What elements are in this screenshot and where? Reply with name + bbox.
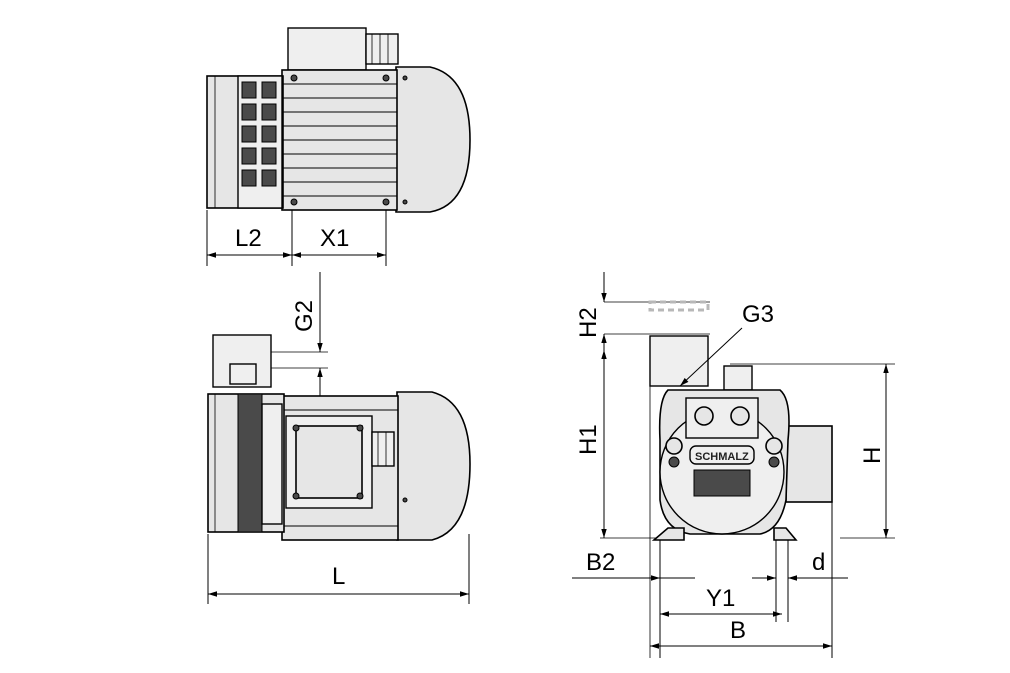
pump-fins-top	[241, 81, 277, 187]
cooling-fins-top	[282, 83, 397, 197]
motor-flange-front	[785, 425, 833, 503]
dim-label-h1: H1	[575, 424, 602, 455]
dim-label-b: B	[730, 617, 746, 644]
dim-label-b2: B2	[586, 549, 615, 576]
ghost-filter-outline	[648, 300, 710, 312]
base-foot-front	[651, 527, 798, 541]
dim-label-x1: X1	[320, 225, 349, 252]
fan-cover-side	[396, 391, 471, 541]
cable-gland-side	[371, 431, 395, 467]
logo-plate	[689, 445, 755, 465]
dim-label-l2: L2	[235, 225, 262, 252]
logo-text: SCHMALZ	[695, 451, 749, 463]
fan-cover-top	[395, 66, 471, 213]
dim-label-g2: G2	[291, 300, 318, 332]
dim-label-y1: Y1	[706, 585, 735, 612]
dim-label-g3: G3	[742, 301, 774, 328]
cable-gland-front	[723, 365, 753, 391]
port-right	[730, 406, 750, 426]
terminal-box-top	[287, 27, 367, 71]
front-view: H2 H1 G3 H SCHMALZ	[572, 272, 895, 658]
dim-label-h2: H2	[575, 307, 602, 338]
top-view: L2 X1	[206, 27, 471, 266]
port-left	[694, 406, 714, 426]
filter-canister-front	[649, 335, 709, 387]
side-view: G2 L	[207, 272, 471, 604]
dim-label-h: H	[859, 447, 886, 464]
dim-label-l: L	[332, 563, 345, 590]
dim-label-d: d	[812, 549, 825, 576]
